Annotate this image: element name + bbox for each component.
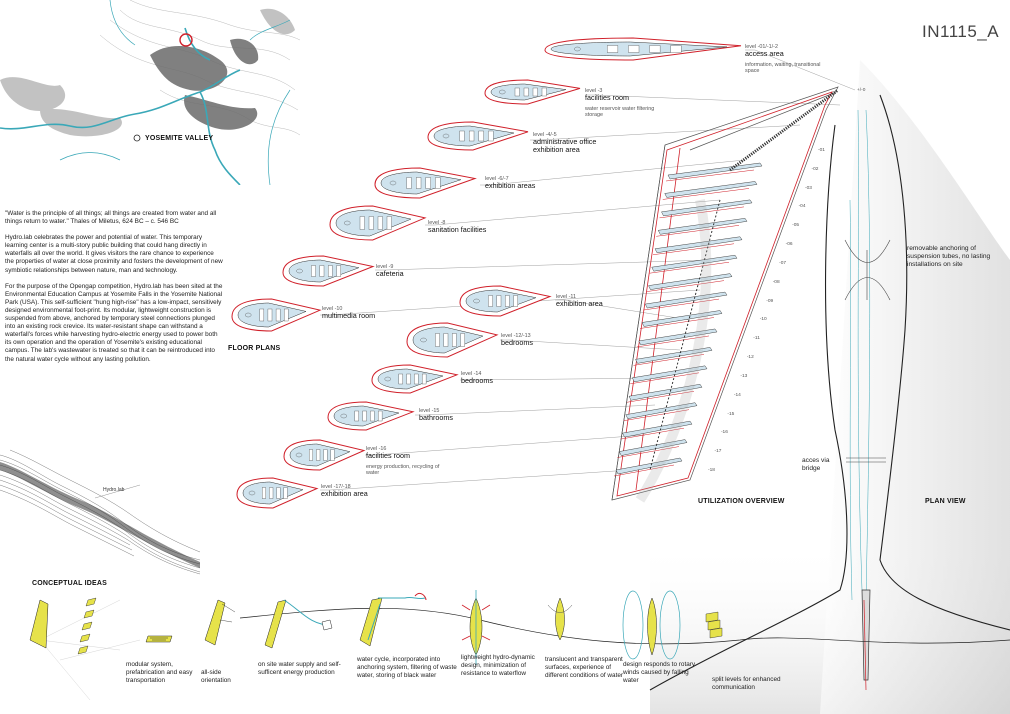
anchoring-note: removable anchoring of suspension tubes,…	[907, 245, 991, 268]
concept-caption-3: on site water supply and self-sufficent …	[258, 661, 341, 676]
concept-caption-6: translucent and transparent surfaces, ex…	[545, 656, 624, 679]
level-number: level -14	[461, 371, 482, 377]
level-number: level -15	[419, 408, 440, 414]
section-tick: -05	[792, 223, 800, 229]
level-number: level -01/-1/-2	[745, 44, 778, 50]
level-number: level -4/-5	[533, 132, 557, 138]
section-tick: -04	[798, 204, 806, 210]
level-name: multimedia room	[322, 311, 376, 320]
level-number: level -9	[376, 264, 394, 270]
section-tick: -09	[766, 298, 774, 304]
level-description: information, waiting, transitional space	[745, 62, 821, 75]
section-tick: -08	[772, 279, 780, 285]
section-tick: +/-0	[857, 88, 866, 93]
quote: "Water is the principle of all things; a…	[5, 210, 217, 226]
level-name: facilities room	[366, 451, 410, 460]
project-code: IN1115_A	[922, 22, 1000, 41]
section-tick: -12	[746, 355, 754, 361]
paragraph-1: Hydro.lab celebrates the power and poten…	[5, 234, 223, 274]
section-tick: -11	[753, 336, 760, 342]
section-tick: -18	[708, 468, 715, 473]
level-description: energy production, recycling of water	[366, 464, 440, 477]
concept-caption-7: design responds to rotary winds caused b…	[623, 661, 696, 684]
level-name: bedrooms	[501, 338, 533, 347]
level-number: level -3	[585, 88, 603, 94]
section-tick: -10	[759, 317, 767, 323]
concept-caption-1: modular system, prefabrication and easy …	[126, 661, 193, 684]
profile-label: Hydro.lab	[103, 487, 125, 493]
level-name: bedrooms	[461, 376, 493, 385]
concept-caption-5: lightweight hydro-dynamic design, minimi…	[461, 654, 535, 677]
section-tick: -02	[811, 166, 819, 172]
paragraph-2: For the purpose of the Opengap competiti…	[5, 282, 223, 363]
section-tick: -14	[733, 392, 741, 398]
section-tick: -06	[785, 242, 793, 248]
level-number: level -6/-7	[485, 176, 509, 182]
level-number: level -10	[322, 306, 343, 312]
level-number: level -12/-13	[501, 333, 531, 339]
level-number: level -17/-18	[321, 484, 351, 490]
level-name: exhibition area	[321, 489, 368, 498]
terrain-profile	[0, 449, 200, 575]
section-tick: -16	[720, 430, 728, 436]
level-name: access area	[745, 49, 784, 58]
level-name: exhibition area	[556, 299, 603, 308]
section-tick: -13	[740, 373, 748, 379]
yosemite-map	[0, 0, 300, 185]
level-name: facilities room	[585, 93, 629, 102]
floor-plans-label: FLOOR PLANS	[228, 345, 281, 352]
conceptual-label: CONCEPTUAL IDEAS	[32, 580, 108, 587]
section-tick: -07	[779, 260, 787, 266]
level-number: level -16	[366, 446, 387, 452]
level-number: level -11	[556, 294, 576, 300]
bridge-note: acces via bridge	[802, 457, 830, 472]
level-name: bathrooms	[419, 413, 453, 422]
level-name: sanitation facilities	[428, 225, 487, 234]
utilization-label: UTILIZATION OVERVIEW	[698, 498, 785, 505]
level-name: cafeteria	[376, 269, 404, 278]
concept-caption-4: water cycle, incorporated into anchoring…	[357, 656, 457, 679]
section-tick: -01	[818, 148, 825, 153]
map-label: YOSEMITE VALLEY	[145, 135, 214, 142]
section-tick: -03	[805, 185, 812, 191]
level-name: administrative office exhibition area	[533, 137, 597, 154]
level-description: water reservoir water filtering storage	[585, 106, 655, 119]
description-text: "Water is the principle of all things; a…	[5, 210, 223, 372]
concept-caption-2: all-side orientation	[201, 669, 231, 684]
plan-view-label: PLAN VIEW	[925, 498, 966, 505]
concept-caption-8: split levels for enhanced communication	[712, 676, 781, 691]
section-tick: -15	[727, 411, 735, 417]
level-name: exhibition areas	[485, 181, 536, 190]
level-number: level -8	[428, 220, 446, 226]
section-tick: -17	[714, 449, 722, 455]
